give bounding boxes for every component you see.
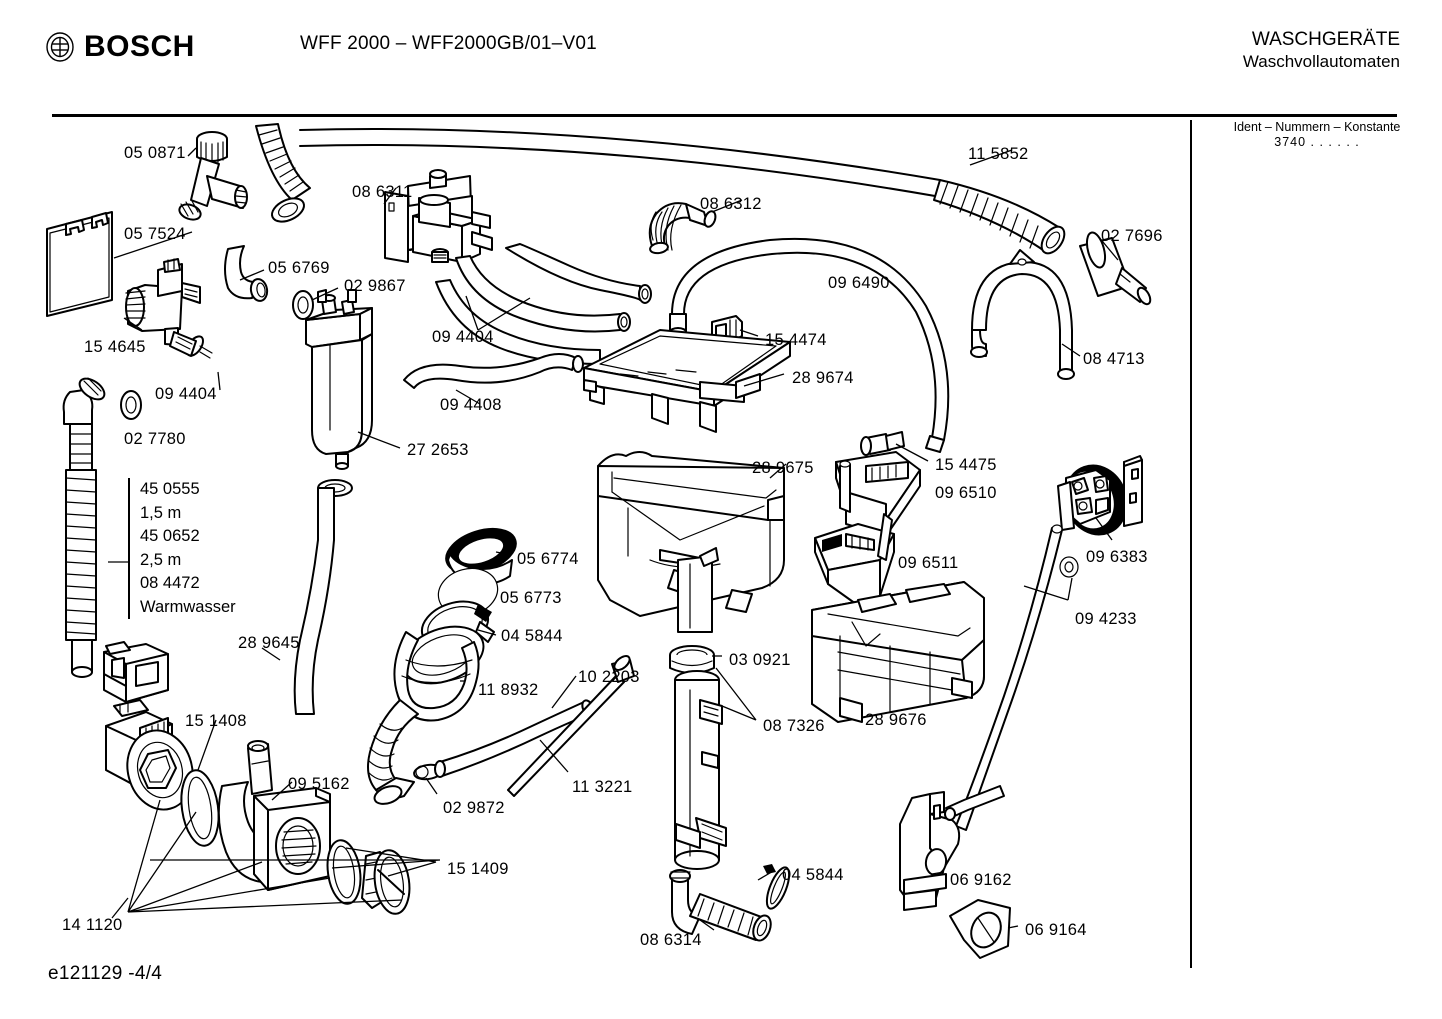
part-number-label-057524: 05 7524 [124, 225, 186, 243]
ident-numbers-block: Ident – Nummern – Konstante 3740 . . . .… [1212, 120, 1422, 150]
part-number-label-113221: 11 3221 [572, 778, 633, 796]
part-number-label-030921: 03 0921 [729, 651, 791, 669]
part-shape-154475 [860, 431, 905, 456]
part-shape-289675 [597, 451, 785, 633]
category-main: WASCHGERÄTE [1251, 29, 1400, 50]
part-number-label-096510: 09 6510 [935, 484, 997, 502]
hose-spec-line: 45 0652 [140, 527, 200, 545]
part-number-label-118932: 11 8932 [478, 681, 539, 699]
part-shape-029872 [413, 763, 443, 781]
part-number-label-094408: 09 4408 [440, 396, 502, 414]
part-number-label-027780: 02 7780 [124, 430, 186, 448]
part-number-label-094404b: 09 4404 [432, 328, 494, 346]
part-number-label-096490: 09 6490 [828, 274, 890, 292]
part-number-label-029867: 02 9867 [344, 277, 406, 295]
part-number-label-289674: 28 9674 [792, 369, 854, 387]
part-number-label-086312: 08 6312 [700, 195, 762, 213]
ident-constant: 3740 . . . . . . [1274, 135, 1360, 149]
inlet-hose-spec-list: 45 0555 1,5 m 45 0652 2,5 m 08 4472 Warm… [128, 478, 236, 619]
part-number-label-102203: 10 2203 [578, 668, 640, 686]
document-code: e121129 -4/4 [48, 963, 163, 984]
part-number-label-027696: 02 7696 [1101, 227, 1163, 245]
part-shape-289645 [293, 479, 353, 715]
part-shape-094233 [955, 524, 1079, 831]
part-number-label-094233: 09 4233 [1075, 610, 1137, 628]
hose-spec-line: 08 4472 [140, 574, 200, 592]
part-number-label-096383: 09 6383 [1086, 548, 1148, 566]
part-number-label-084713: 08 4713 [1083, 350, 1145, 368]
part-number-label-289645: 28 9645 [238, 634, 300, 652]
part-shape-118932 [367, 625, 485, 805]
part-number-label-086311: 08 6311 [352, 183, 413, 201]
part-number-label-154474: 15 4474 [765, 331, 827, 349]
bosch-logo-icon [45, 32, 75, 62]
part-shape-096511 [814, 513, 895, 605]
part-shape-030921 [669, 645, 715, 674]
part-shape-056773 [437, 567, 499, 617]
part-number-label-115852: 11 5852 [968, 145, 1029, 163]
part-number-label-069162: 06 9162 [950, 871, 1012, 889]
part-shape-289674 [583, 329, 791, 433]
part-number-label-151409: 15 1409 [447, 860, 509, 878]
hose-spec-line: 1,5 m [140, 503, 182, 522]
part-number-label-029872: 02 9872 [443, 799, 505, 817]
part-shape-inlet-hose [62, 377, 106, 678]
part-number-label-289675: 28 9675 [752, 459, 814, 477]
part-number-label-045844b: 04 5844 [782, 866, 844, 884]
part-shape-056769 [224, 245, 269, 302]
part-shape-141120 [103, 641, 411, 915]
part-shape-102203 [434, 699, 595, 778]
part-shape-027780 [120, 390, 142, 420]
hose-spec-line: 45 0555 [140, 480, 200, 498]
part-shape-050871 [178, 131, 248, 221]
part-number-label-056769: 05 6769 [268, 259, 330, 277]
part-shape-084713 [970, 249, 1075, 380]
part-number-label-272653: 27 2653 [407, 441, 469, 459]
header-divider-rule [52, 114, 1397, 117]
part-shape-154474 [711, 315, 743, 341]
part-shape-096383 [1057, 455, 1143, 536]
part-number-label-050871: 05 0871 [124, 144, 186, 162]
ident-title: Ident – Nummern – Konstante [1233, 120, 1401, 134]
part-number-label-094404a: 09 4404 [155, 385, 217, 403]
part-number-label-045844a: 04 5844 [501, 627, 563, 645]
part-number-label-087326: 08 7326 [763, 717, 825, 735]
brand-name: BOSCH [84, 30, 195, 63]
part-number-label-056773: 05 6773 [500, 589, 562, 607]
part-number-label-095162: 09 5162 [288, 775, 350, 793]
part-shape-069162 [899, 785, 1005, 911]
part-number-label-141120: 14 1120 [62, 916, 123, 934]
vertical-divider-rule [1190, 120, 1192, 968]
part-number-label-056774: 05 6774 [517, 550, 579, 568]
part-shape-096510 [835, 451, 921, 537]
category-sub: Waschvollautomaten [1242, 52, 1400, 71]
model-designation: WFF 2000 – WFF2000GB/01–V01 [300, 33, 597, 54]
part-shape-057524 [46, 211, 113, 317]
hose-spec-line: Warmwasser [140, 597, 236, 616]
hose-spec-line: 2,5 m [140, 550, 182, 569]
part-shape-056774 [445, 527, 517, 585]
leader-lines [108, 147, 1119, 931]
part-number-label-069164: 06 9164 [1025, 921, 1087, 939]
part-shape-069164 [949, 899, 1011, 959]
product-category: WASCHGERÄTE Waschvollautomaten [1243, 29, 1400, 72]
part-number-label-086314: 08 6314 [640, 931, 702, 949]
part-shape-045844a [420, 600, 495, 650]
part-shape-094408 [403, 353, 584, 389]
part-number-label-289676: 28 9676 [865, 711, 927, 729]
part-shape-029867 [292, 290, 314, 320]
part-shape-087326 [674, 670, 727, 870]
part-shape-272653 [305, 289, 373, 470]
part-number-label-154475: 15 4475 [935, 456, 997, 474]
part-number-label-154645: 15 4645 [84, 338, 146, 356]
part-number-label-096511: 09 6511 [898, 554, 959, 572]
part-number-label-151408: 15 1408 [185, 712, 247, 730]
part-shape-289676 [811, 581, 985, 723]
